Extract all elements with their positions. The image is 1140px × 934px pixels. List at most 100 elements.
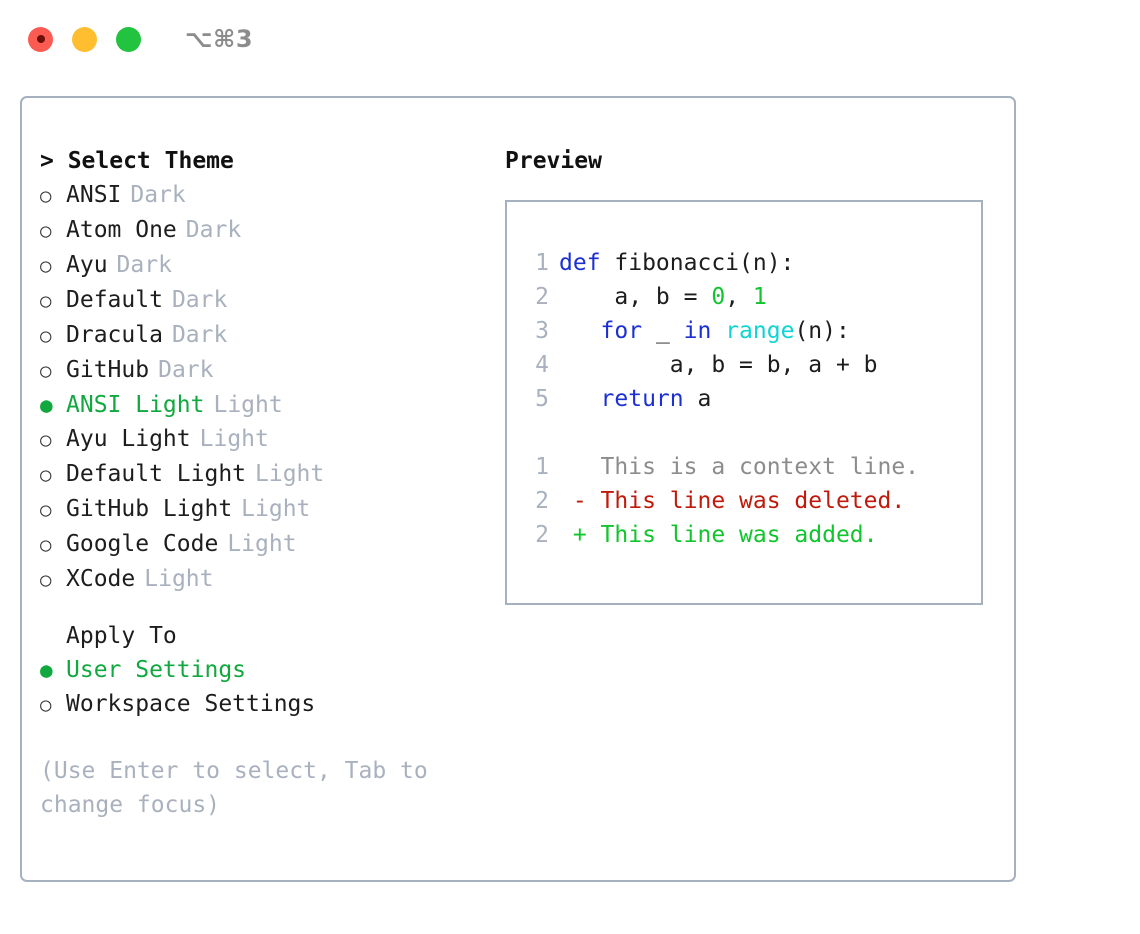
code-token: return	[600, 386, 684, 412]
theme-option-default[interactable]: ○ Default Dark	[40, 283, 505, 318]
diff-line: 2 - This line was deleted.	[527, 484, 981, 518]
line-number: 1	[535, 250, 549, 276]
code-token: 1	[752, 284, 767, 310]
diff-line: 2 + This line was added.	[527, 518, 981, 552]
code-line: 4 a, b = b, a + b	[527, 348, 981, 382]
minimize-button[interactable]	[72, 26, 97, 52]
theme-option-ayu[interactable]: ○ Ayu Dark	[40, 248, 505, 283]
code-token: (n):	[794, 318, 850, 344]
zoom-button[interactable]	[116, 26, 141, 52]
theme-option-label: ANSI	[66, 182, 122, 208]
radio-unselected-icon: ○	[40, 464, 52, 486]
theme-option-kind: Dark	[130, 182, 186, 208]
theme-option-kind: Light	[241, 496, 311, 522]
code-line: 2 a, b = 0, 1	[527, 280, 981, 314]
code-token	[559, 318, 601, 344]
theme-option-dracula[interactable]: ○ Dracula Dark	[40, 318, 505, 353]
radio-unselected-icon: ○	[40, 429, 52, 451]
theme-option-label: Dracula	[66, 322, 163, 348]
diff-line-text: This is a context line.	[559, 454, 920, 480]
theme-option-kind: Light	[144, 566, 214, 592]
radio-unselected-icon: ○	[40, 255, 52, 277]
theme-option-kind: Dark	[171, 322, 228, 348]
theme-option-label: Ayu Light	[66, 426, 191, 452]
theme-option-kind: Light	[199, 426, 269, 452]
theme-option-ayu-light[interactable]: ○ Ayu Light Light	[40, 422, 505, 457]
theme-option-label: Google Code	[66, 531, 219, 557]
code-token	[711, 318, 725, 344]
spacer	[527, 416, 981, 450]
code-line: 1 def fibonacci(n):	[527, 246, 981, 280]
apply-to-option-workspace-settings[interactable]: ○ Workspace Settings	[40, 687, 505, 722]
line-number: 2	[535, 284, 549, 310]
code-token: range	[725, 318, 795, 344]
radio-unselected-icon: ○	[40, 185, 52, 207]
radio-unselected-icon: ○	[40, 694, 52, 716]
code-token: for	[600, 318, 643, 344]
theme-option-kind: Dark	[171, 287, 228, 313]
code-token: 0	[711, 284, 726, 310]
line-number: 4	[535, 352, 549, 378]
theme-option-google-code[interactable]: ○ Google Code Light	[40, 527, 505, 562]
line-number: 2	[535, 522, 549, 548]
theme-option-label: Atom One	[66, 217, 177, 243]
radio-unselected-icon: ○	[40, 290, 52, 312]
theme-option-label: GitHub	[66, 357, 150, 383]
diff-line-text: + This line was added.	[559, 522, 878, 548]
theme-option-kind: Dark	[185, 217, 242, 243]
code-token: ,	[725, 284, 753, 310]
spacer	[40, 597, 505, 619]
theme-option-label: ANSI Light	[66, 392, 205, 418]
preview-heading: Preview	[505, 148, 602, 174]
radio-unselected-icon: ○	[40, 569, 52, 591]
diff-line-text: - This line was deleted.	[559, 488, 906, 514]
apply-to-option-label: User Settings	[66, 657, 247, 683]
theme-option-label: Ayu	[66, 252, 108, 278]
theme-option-kind: Dark	[116, 252, 172, 278]
theme-option-kind: Light	[255, 461, 325, 487]
close-button[interactable]	[28, 26, 53, 52]
theme-option-kind: Light	[227, 531, 297, 557]
spacer	[40, 722, 505, 754]
diff-sample: 1 This is a context line.2 - This line w…	[527, 450, 981, 552]
line-number: 5	[535, 386, 549, 412]
select-theme-heading: > Select Theme	[40, 148, 234, 174]
radio-selected-icon: ●	[40, 658, 53, 682]
apply-to-option-label: Workspace Settings	[66, 691, 316, 717]
code-token: a	[683, 386, 712, 412]
code-token: a, b = b, a + b	[559, 352, 878, 378]
line-number: 3	[535, 318, 549, 344]
code-token: _	[642, 318, 684, 344]
apply-to-heading: Apply To	[66, 623, 177, 649]
theme-option-kind: Dark	[158, 357, 214, 383]
code-token: fibonacci(n):	[600, 250, 795, 276]
theme-option-github[interactable]: ○ GitHub Dark	[40, 353, 505, 388]
code-token	[559, 386, 601, 412]
apply-to-option-list[interactable]: ● User Settings ○ Workspace Settings	[40, 653, 505, 722]
title-bar: ⌥⌘3	[0, 0, 1140, 78]
code-line: 5 return a	[527, 382, 981, 416]
radio-unselected-icon: ○	[40, 534, 52, 556]
apply-to-option-user-settings[interactable]: ● User Settings	[40, 653, 505, 687]
window-controls	[28, 26, 141, 52]
radio-unselected-icon: ○	[40, 325, 52, 347]
radio-unselected-icon: ○	[40, 360, 52, 382]
theme-option-ansi[interactable]: ○ ANSI Dark	[40, 178, 505, 213]
code-line: 3 for _ in range(n):	[527, 314, 981, 348]
radio-unselected-icon: ○	[40, 499, 52, 521]
keyboard-hint-text: (Use Enter to select, Tab to change focu…	[40, 758, 428, 818]
code-token: def	[559, 250, 601, 276]
theme-option-label: Default	[66, 287, 163, 313]
